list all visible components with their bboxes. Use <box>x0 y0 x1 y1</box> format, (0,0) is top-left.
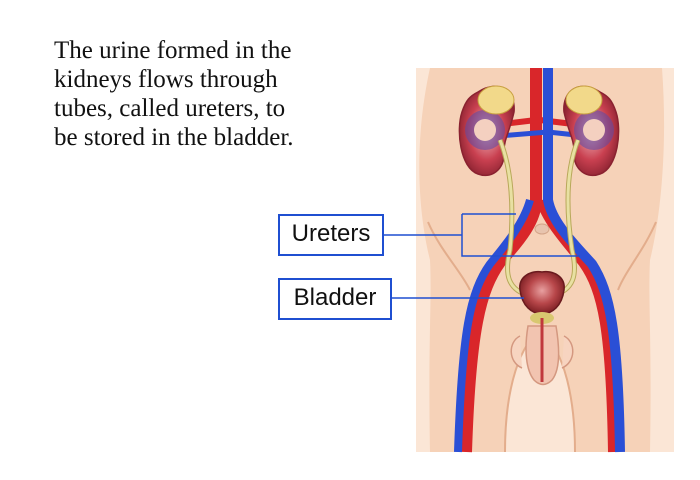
ureters <box>497 139 581 299</box>
caption-line-3: tubes, called ureters, to <box>54 95 286 122</box>
ureters-label: Ureters <box>278 214 384 256</box>
left-kidney <box>458 85 515 177</box>
genitals <box>510 318 574 386</box>
caption-line-4: be stored in the bladder. <box>54 124 294 151</box>
bladder-label: Bladder <box>278 278 392 320</box>
caption-text: The urine formed in the kidneys flows th… <box>54 36 354 152</box>
leader-lines <box>384 213 580 299</box>
right-kidney <box>563 85 620 177</box>
caption-line-2: kidneys flows through <box>54 66 278 93</box>
caption-line-1: The urine formed in the <box>54 37 292 64</box>
